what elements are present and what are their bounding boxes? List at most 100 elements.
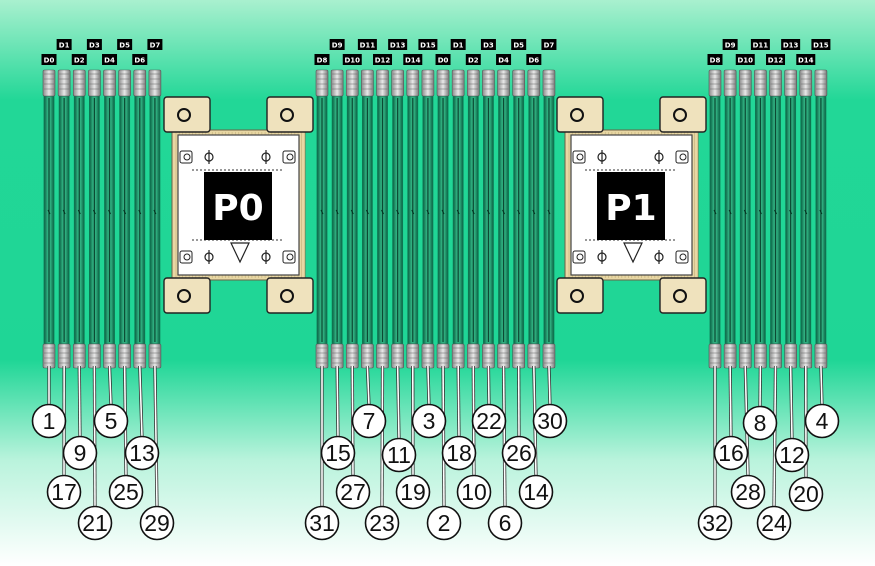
slot-callout-14: 14 xyxy=(518,474,554,510)
dimm-slot-right-2 xyxy=(723,69,737,369)
svg-text:D10: D10 xyxy=(344,56,360,64)
channel-tag-left-bottom-3: D4 xyxy=(102,54,118,65)
slot-callout-29: 29 xyxy=(139,505,175,541)
svg-text:8: 8 xyxy=(754,410,767,436)
dimm-slots xyxy=(42,69,828,369)
slot-callout-8: 8 xyxy=(742,405,778,441)
slot-callout-7: 7 xyxy=(351,403,387,439)
channel-tag-center-top-7: D5 xyxy=(511,39,527,50)
dimm-slot-left-3 xyxy=(72,69,86,369)
svg-text:D14: D14 xyxy=(405,56,421,64)
dimm-slot-center-14 xyxy=(512,69,525,369)
svg-text:D6: D6 xyxy=(134,56,145,64)
channel-tag-right-bottom-1: D8 xyxy=(707,54,723,65)
svg-text:6: 6 xyxy=(499,510,512,536)
slot-callout-10: 10 xyxy=(456,474,492,510)
svg-text:29: 29 xyxy=(144,510,170,536)
svg-text:24: 24 xyxy=(761,510,787,536)
dimm-slot-center-3 xyxy=(345,69,359,369)
slot-callout-32: 32 xyxy=(697,505,733,541)
svg-text:10: 10 xyxy=(461,479,487,505)
cpu-label-p0: P0 xyxy=(212,188,263,229)
svg-text:D2: D2 xyxy=(74,56,85,64)
svg-text:1: 1 xyxy=(43,408,56,434)
channel-tag-center-bottom-5: D0 xyxy=(435,54,451,65)
svg-text:26: 26 xyxy=(506,440,532,466)
svg-text:D0: D0 xyxy=(438,56,449,64)
channel-tag-left-bottom-1: D0 xyxy=(41,54,57,65)
channel-tag-left-top-4: D7 xyxy=(147,39,163,50)
svg-text:13: 13 xyxy=(129,440,155,466)
channel-tag-center-bottom-2: D10 xyxy=(342,54,362,65)
slot-callout-22: 22 xyxy=(471,403,507,439)
dimm-slot-center-5 xyxy=(376,69,389,369)
channel-tag-left-top-3: D5 xyxy=(117,39,133,50)
channel-tag-center-top-2: D11 xyxy=(357,39,377,50)
channel-tag-right-bottom-2: D10 xyxy=(735,54,755,65)
dimm-slot-left-7 xyxy=(133,69,147,369)
cpu-socket-p1: P1 xyxy=(556,96,707,314)
svg-text:22: 22 xyxy=(476,408,502,434)
slot-callout-23: 23 xyxy=(364,505,400,541)
dimm-slot-center-4 xyxy=(361,69,374,369)
cpu-sockets: P0 P1 xyxy=(163,96,707,314)
dimm-slot-left-1 xyxy=(42,69,56,369)
dimm-slot-center-9 xyxy=(436,69,450,369)
svg-text:D13: D13 xyxy=(390,41,406,49)
slot-callout-1: 1 xyxy=(31,403,67,439)
dimm-slot-center-7 xyxy=(406,69,420,369)
channel-tag-right-bottom-3: D12 xyxy=(766,54,786,65)
dimm-slot-right-7 xyxy=(799,69,813,369)
slot-callout-19: 19 xyxy=(395,474,431,510)
channel-tag-center-top-1: D9 xyxy=(329,39,345,50)
svg-text:23: 23 xyxy=(369,510,395,536)
svg-text:D5: D5 xyxy=(513,41,524,49)
svg-text:3: 3 xyxy=(423,408,436,434)
svg-text:D0: D0 xyxy=(44,56,55,64)
dimm-slot-center-10 xyxy=(451,69,465,369)
svg-text:D10: D10 xyxy=(737,56,753,64)
dimm-slot-center-8 xyxy=(421,69,435,369)
svg-text:D11: D11 xyxy=(753,41,769,49)
svg-text:D15: D15 xyxy=(813,41,829,49)
svg-text:17: 17 xyxy=(51,479,77,505)
slot-callout-3: 3 xyxy=(411,403,447,439)
dimm-slot-center-15 xyxy=(527,69,541,369)
svg-text:5: 5 xyxy=(105,408,118,434)
dimm-slot-center-2 xyxy=(330,69,344,369)
dimm-slot-right-8 xyxy=(814,69,828,369)
slot-callout-9: 9 xyxy=(62,435,98,471)
channel-tag-center-top-5: D1 xyxy=(450,39,466,50)
svg-text:D2: D2 xyxy=(468,56,479,64)
channel-tag-left-bottom-4: D6 xyxy=(132,54,148,65)
dimm-slot-left-4 xyxy=(88,69,101,369)
slot-callout-27: 27 xyxy=(335,474,371,510)
svg-text:21: 21 xyxy=(82,510,108,536)
dimm-slot-left-8 xyxy=(148,69,162,369)
svg-text:D13: D13 xyxy=(783,41,799,49)
svg-text:4: 4 xyxy=(816,408,829,434)
slot-callout-4: 4 xyxy=(804,403,840,439)
channel-tag-right-bottom-4: D14 xyxy=(796,54,816,65)
svg-text:20: 20 xyxy=(793,481,819,507)
svg-text:D8: D8 xyxy=(317,56,328,64)
cpu-label-block xyxy=(597,172,665,240)
channel-tag-right-top-1: D9 xyxy=(722,39,738,50)
svg-text:D15: D15 xyxy=(420,41,436,49)
slot-callout-30: 30 xyxy=(532,403,568,439)
slot-callout-28: 28 xyxy=(730,474,766,510)
svg-text:32: 32 xyxy=(702,510,728,536)
dimm-slot-left-2 xyxy=(57,69,71,369)
svg-text:D1: D1 xyxy=(59,41,70,49)
dimm-slot-right-3 xyxy=(738,69,752,369)
slot-callout-15: 15 xyxy=(320,435,356,471)
dimm-slot-right-4 xyxy=(754,69,767,369)
svg-text:28: 28 xyxy=(735,479,761,505)
svg-text:11: 11 xyxy=(387,442,411,468)
svg-text:D12: D12 xyxy=(375,56,391,64)
dimm-slot-center-13 xyxy=(497,69,510,369)
channel-tag-center-bottom-4: D14 xyxy=(403,54,423,65)
slot-callout-18: 18 xyxy=(441,435,477,471)
